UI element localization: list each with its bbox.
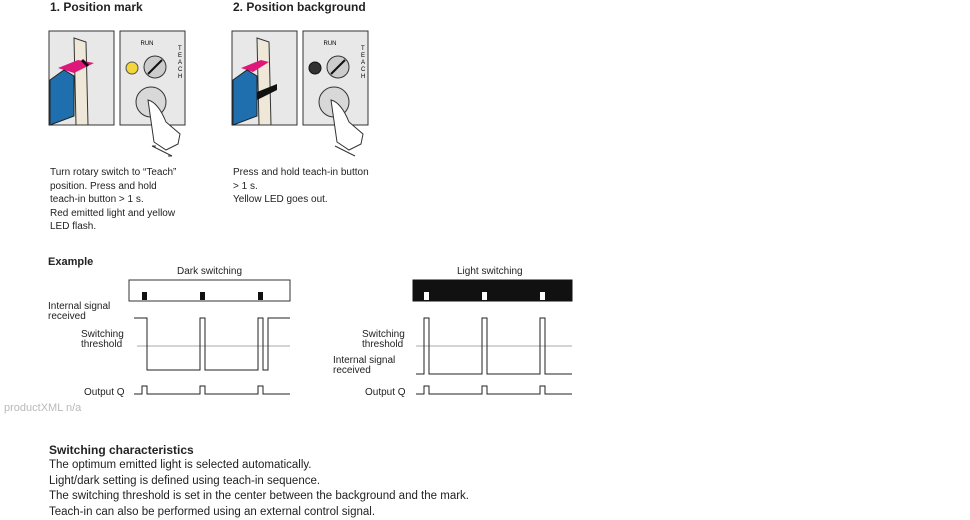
dark-switching-title: Dark switching	[177, 266, 243, 277]
step-1-title: 1. Position mark	[50, 0, 143, 14]
dark-internal-signal	[134, 317, 290, 371]
finger-icon	[330, 99, 364, 151]
characteristics-heading: Switching characteristics	[49, 443, 194, 457]
dark-mark-strip	[128, 279, 291, 302]
light-output-label: Output Q	[365, 387, 406, 398]
light-output-signal	[416, 385, 572, 395]
dark-internal-label: Internal signal received	[48, 301, 111, 322]
dark-threshold-label: Switching threshold	[81, 329, 124, 350]
step-2-description: Press and hold teach-in button > 1 s. Ye…	[233, 167, 369, 205]
light-threshold-label: Switching threshold	[362, 329, 405, 350]
light-mark-strip	[412, 279, 573, 302]
svg-text:RUN: RUN	[324, 41, 337, 47]
led-yellow-icon	[125, 61, 139, 75]
example-heading: Example	[48, 256, 94, 268]
dark-output-signal	[134, 385, 290, 395]
sensor-block	[49, 69, 75, 126]
light-internal-signal	[416, 317, 572, 375]
step-2-title: 2. Position background	[233, 0, 366, 14]
dark-switching-diagram	[128, 279, 291, 395]
light-switching-diagram	[412, 279, 573, 395]
step-1-description: Turn rotary switch to “Teach” position. …	[50, 167, 177, 232]
watermark-text: productXML n/a	[4, 402, 82, 414]
led-off-icon	[308, 61, 322, 75]
dark-output-label: Output Q	[84, 387, 125, 398]
light-switching-title: Light switching	[457, 266, 523, 277]
run-label: RUN	[141, 41, 154, 47]
characteristics-text: The optimum emitted light is selected au…	[49, 459, 469, 518]
light-internal-label: Internal signal received	[333, 355, 396, 376]
finger-icon	[147, 99, 181, 151]
